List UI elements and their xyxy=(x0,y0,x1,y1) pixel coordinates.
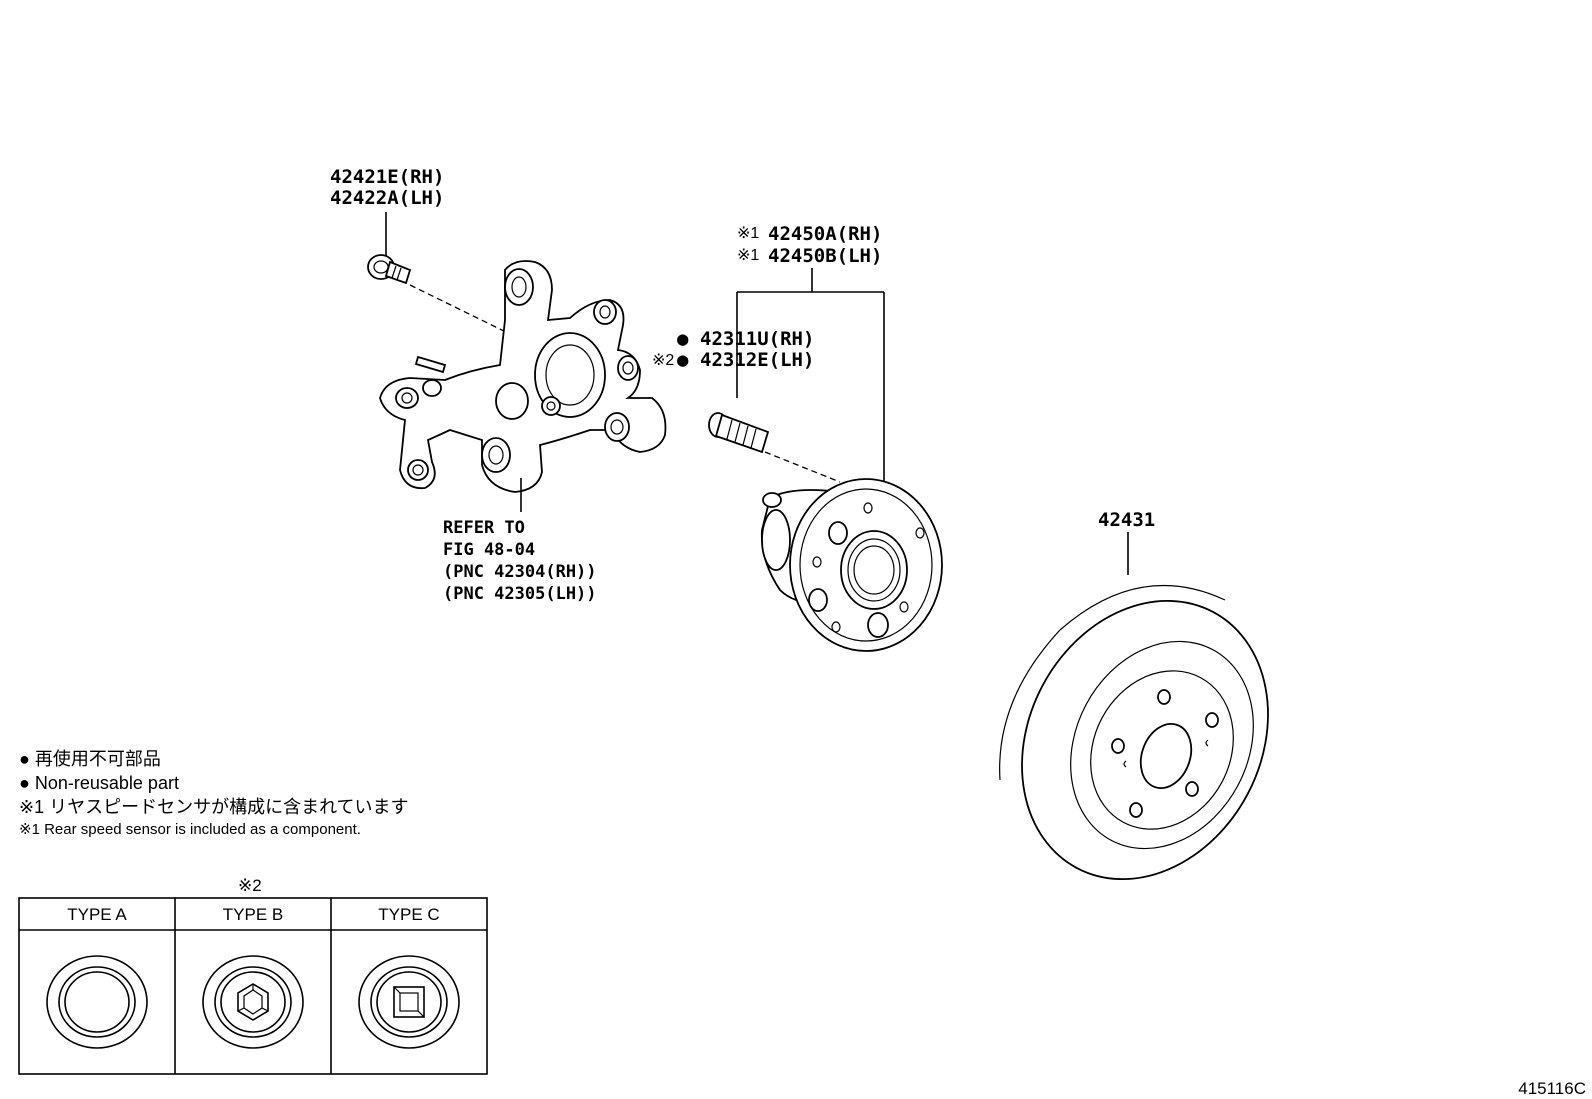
hub-note-mark-1: ※1 xyxy=(737,225,759,242)
callout-disc[interactable]: 42431 xyxy=(1098,509,1155,575)
knuckle-ref-line-2: FIG 48-04 xyxy=(443,540,535,560)
hub-bolt-note-mark: ※2 xyxy=(652,352,674,369)
figure-id: 415116C xyxy=(1518,1079,1586,1098)
knuckle-ref-line-4: (PNC 42305(LH)) xyxy=(443,584,597,604)
callout-bolt-line-2: 42422A(LH) xyxy=(330,187,444,209)
callout-bolt-line-1: 42421E(RH) xyxy=(330,166,444,188)
hub-bolt-part xyxy=(708,412,770,454)
callout-hub-bolt[interactable]: ● 42311U(RH) ※2 ● 42312E(LH) xyxy=(652,328,814,371)
callout-bolt[interactable]: 42421E(RH) 42422A(LH) xyxy=(330,166,444,258)
callout-hub-bolt-line-1: 42311U(RH) xyxy=(700,328,814,350)
hub-assembly-part xyxy=(760,478,943,652)
callout-disc-label: 42431 xyxy=(1098,509,1155,531)
bolt-part xyxy=(367,254,412,285)
hub-bolt-bullet-1: ● xyxy=(677,328,689,350)
hub-note-mark-2: ※1 xyxy=(737,247,759,264)
type-b-header: TYPE B xyxy=(223,905,283,924)
brake-disc-part xyxy=(999,584,1269,881)
callout-hub[interactable]: ※1 42450A(RH) ※1 42450B(LH) xyxy=(736,223,885,482)
knuckle-ref-line-3: (PNC 42304(RH)) xyxy=(443,562,597,582)
legend: ● 再使用不可部品 ● Non-reusable part ※1 リヤスピードセ… xyxy=(19,749,409,838)
legend-line-3: ※1 リヤスピードセンサが構成に含まれています xyxy=(19,797,409,817)
type-c-icon xyxy=(358,955,460,1049)
bolt-leader-dashed xyxy=(409,284,513,336)
legend-line-4: ※1 Rear speed sensor is included as a co… xyxy=(19,821,361,838)
type-c-header: TYPE C xyxy=(378,905,439,924)
knuckle-ref-line-1: REFER TO xyxy=(443,518,525,538)
hub-bolt-leader-dashed xyxy=(764,451,841,483)
callout-hub-bolt-line-2: 42312E(LH) xyxy=(700,349,814,371)
types-table-note: ※2 xyxy=(238,876,262,895)
callout-hub-line-1: 42450A(RH) xyxy=(768,223,882,245)
knuckle-part xyxy=(379,260,667,493)
callout-hub-line-2: 42450B(LH) xyxy=(768,245,882,267)
types-table: ※2 TYPE A TYPE B TYPE C xyxy=(18,876,488,1075)
callout-knuckle-reference[interactable]: REFER TO FIG 48-04 (PNC 42304(RH)) (PNC … xyxy=(443,518,597,604)
type-a-icon xyxy=(46,955,148,1049)
type-a-header: TYPE A xyxy=(67,905,127,924)
type-b-icon xyxy=(202,955,304,1049)
hub-bolt-bullet-2: ● xyxy=(677,349,689,371)
legend-line-1: ● 再使用不可部品 xyxy=(19,749,161,769)
legend-line-2: ● Non-reusable part xyxy=(19,773,179,793)
